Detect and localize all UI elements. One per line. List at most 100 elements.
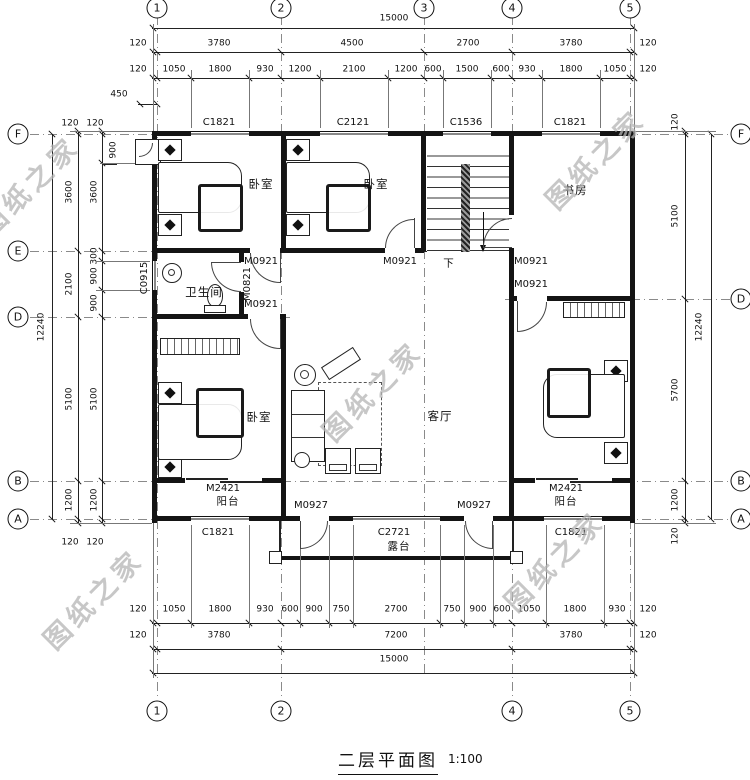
room-label-study: 书房 (562, 183, 588, 197)
extension-line (491, 70, 492, 128)
wall-exterior-north (152, 131, 635, 136)
extension-line (300, 525, 301, 628)
dim-label: 120 (86, 118, 104, 129)
wall-D-right (509, 296, 635, 301)
door-opening (517, 295, 547, 302)
dim-label: 3780 (559, 630, 583, 641)
wall-grid4-lower (509, 301, 514, 478)
extension-line (191, 525, 192, 628)
dim-line (152, 78, 635, 79)
grid-bubble-top-2: 2 (270, 0, 292, 19)
dim-label: 1200 (288, 64, 312, 75)
wall-stair-west (421, 136, 426, 251)
extension-line (542, 70, 543, 128)
wardrobe-rack (160, 338, 240, 355)
nightstand (158, 214, 182, 236)
door-leaf (280, 253, 281, 283)
window-label: C2121 (336, 117, 370, 128)
dim-line-450 (138, 104, 157, 105)
dim-label: 900 (89, 267, 100, 285)
grid-line-3 (424, 16, 425, 676)
door-swing-arc (517, 302, 547, 332)
wall-grid2-lower (281, 319, 286, 478)
extension-line (191, 70, 192, 128)
sliding-door-panel (536, 478, 578, 480)
grid-bubble-left-E: E (7, 240, 29, 262)
dim-label: 930 (256, 64, 274, 75)
dim-label: 5700 (670, 378, 681, 402)
window-label: C1821 (202, 117, 236, 128)
dim-label: 15000 (379, 13, 409, 24)
grid-bubble-bottom-5: 5 (619, 700, 641, 722)
sliding-door-panel (186, 478, 228, 480)
extension-line (153, 523, 154, 678)
door-opening-m2421 (185, 477, 262, 484)
dim-label: 4500 (340, 38, 364, 49)
door-opening (385, 247, 415, 254)
dim-line (152, 623, 635, 624)
door-leaf (280, 319, 281, 349)
dim-label: 5100 (64, 387, 75, 411)
dim-label: 3780 (207, 38, 231, 49)
nightstand (158, 139, 182, 161)
quilt (198, 184, 243, 232)
grid-bubble-bottom-4: 4 (501, 700, 523, 722)
extension-line (249, 70, 250, 128)
dim-line (711, 134, 712, 519)
armchair (355, 448, 381, 474)
door-swing-arc (250, 319, 280, 349)
dim-label: 1200 (394, 64, 418, 75)
dim-label: 120 (639, 38, 657, 49)
dim-label: 300 (89, 247, 100, 265)
dim-label: 750 (332, 604, 350, 615)
extension-line (443, 70, 444, 128)
dim-label: 120 (129, 38, 147, 49)
terrace-side-west (279, 521, 281, 558)
dim-label: 1800 (208, 64, 232, 75)
watermark: 图纸之家 (539, 103, 653, 217)
extension-line (70, 523, 152, 524)
wall-grid4-balcony (509, 483, 514, 516)
sofa (291, 390, 325, 462)
extension-line (96, 261, 150, 262)
nightstand (604, 442, 628, 464)
dim-label: 1800 (559, 64, 583, 75)
extension-line (635, 131, 716, 132)
dim-label: 12240 (694, 312, 705, 342)
dim-label: 930 (256, 604, 274, 615)
extension-line (464, 525, 465, 628)
grid-bubble-left-D: D (7, 306, 29, 328)
dim-label: 120 (670, 527, 681, 545)
dim-label: 120 (639, 630, 657, 641)
dim-label: 450 (110, 89, 128, 100)
dim-label: 600 (424, 64, 442, 75)
window-c2721 (353, 516, 440, 521)
door-label: M0927 (456, 500, 492, 511)
dim-label: 1050 (517, 604, 541, 615)
extension-line (70, 131, 152, 132)
dim-line (52, 134, 53, 519)
extension-line (440, 525, 441, 628)
dim-label: 600 (492, 64, 510, 75)
door-label: M0927 (293, 500, 329, 511)
window-c1821-sw (191, 516, 249, 521)
dim-label: 1050 (162, 64, 186, 75)
dim-line (78, 131, 79, 523)
quilt (196, 388, 244, 438)
window-label: C1821 (554, 527, 588, 538)
dim-label: 5100 (89, 387, 100, 411)
dim-label: 120 (639, 604, 657, 615)
dim-label: 600 (281, 604, 299, 615)
dim-label: 930 (518, 64, 536, 75)
door-opening-m0927 (300, 515, 329, 522)
extension-line (96, 290, 150, 291)
armchair (325, 448, 351, 474)
grid-bubble-left-A: A (7, 508, 29, 530)
door-leaf (483, 247, 512, 248)
grid-bubble-bottom-1: 1 (146, 700, 168, 722)
terrace-parapet (277, 556, 517, 560)
nightstand (286, 214, 310, 236)
terrace-side-east (512, 521, 514, 558)
extension-line (249, 525, 250, 628)
terrace-post (269, 551, 282, 564)
